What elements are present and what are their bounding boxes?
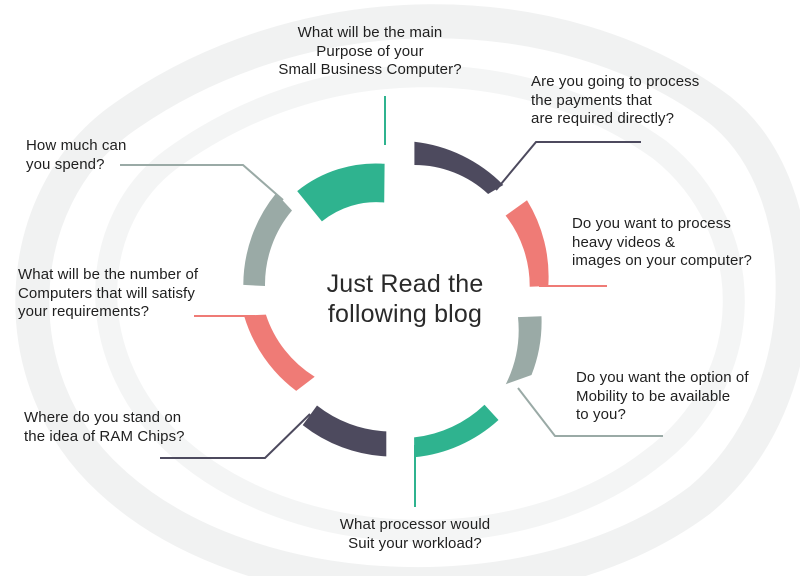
question-ram-line-2: the idea of RAM Chips? <box>24 427 185 445</box>
segment-mobility <box>505 316 542 385</box>
question-spend-line-1: How much can <box>26 137 127 154</box>
question-mobility-line-2: Mobility to be available <box>576 387 731 405</box>
connector-mobility <box>517 387 663 437</box>
center-title: Just Read the following blog <box>290 269 520 329</box>
question-payments-line-1: Are you going to process <box>531 73 700 90</box>
question-videos-line-2: heavy videos & <box>572 233 676 251</box>
question-processor-line-1: What processor would <box>339 516 491 533</box>
center-title-line-2: following blog <box>327 300 483 328</box>
connector-payments <box>495 141 641 191</box>
question-purpose-line-3: Small Business Computer? <box>278 61 462 78</box>
question-processor-line-2: Suit your workload? <box>348 534 482 552</box>
question-ram-line-1: Where do you stand on <box>24 409 182 426</box>
question-computers-line-1: What will be the number of <box>18 266 199 283</box>
segment-computers <box>244 314 315 391</box>
segment-payments <box>414 141 504 194</box>
question-mobility-line-3: to you? <box>576 406 626 423</box>
connector-spend <box>120 164 284 201</box>
ring-segments <box>243 141 549 458</box>
segment-spend <box>243 193 292 286</box>
question-videos-line-3: images on your computer? <box>572 252 752 269</box>
segment-videos <box>505 200 549 287</box>
question-purpose: What will be the main Purpose of your Sm… <box>263 24 477 80</box>
question-mobility: Do you want the option of Mobility to be… <box>576 369 749 425</box>
segment-purpose <box>297 163 385 222</box>
question-payments: Are you going to process the payments th… <box>531 73 699 129</box>
question-computers: What will be the number of Computers tha… <box>18 266 198 322</box>
center-title-line-1: Just Read the <box>326 270 484 298</box>
connector-ram <box>160 413 311 459</box>
question-purpose-line-2: Purpose of your <box>316 42 424 60</box>
question-mobility-line-1: Do you want the option of <box>576 369 749 386</box>
question-purpose-line-1: What will be the main <box>297 24 443 41</box>
question-payments-line-3: are required directly? <box>531 110 675 127</box>
question-videos-line-1: Do you want to process <box>572 215 731 232</box>
question-processor: What processor would Suit your workload? <box>318 516 512 553</box>
question-videos: Do you want to process heavy videos & im… <box>572 215 752 271</box>
question-spend-line-2: you spend? <box>26 155 105 173</box>
question-payments-line-2: the payments that <box>531 91 652 109</box>
question-spend: How much can you spend? <box>26 137 126 174</box>
segment-processor <box>414 404 499 458</box>
segment-ram <box>302 405 387 457</box>
question-ram: Where do you stand on the idea of RAM Ch… <box>24 409 185 446</box>
question-computers-line-2: Computers that will satisfy <box>18 284 195 302</box>
question-computers-line-3: your requirements? <box>18 303 150 320</box>
connector-lines <box>120 96 663 507</box>
